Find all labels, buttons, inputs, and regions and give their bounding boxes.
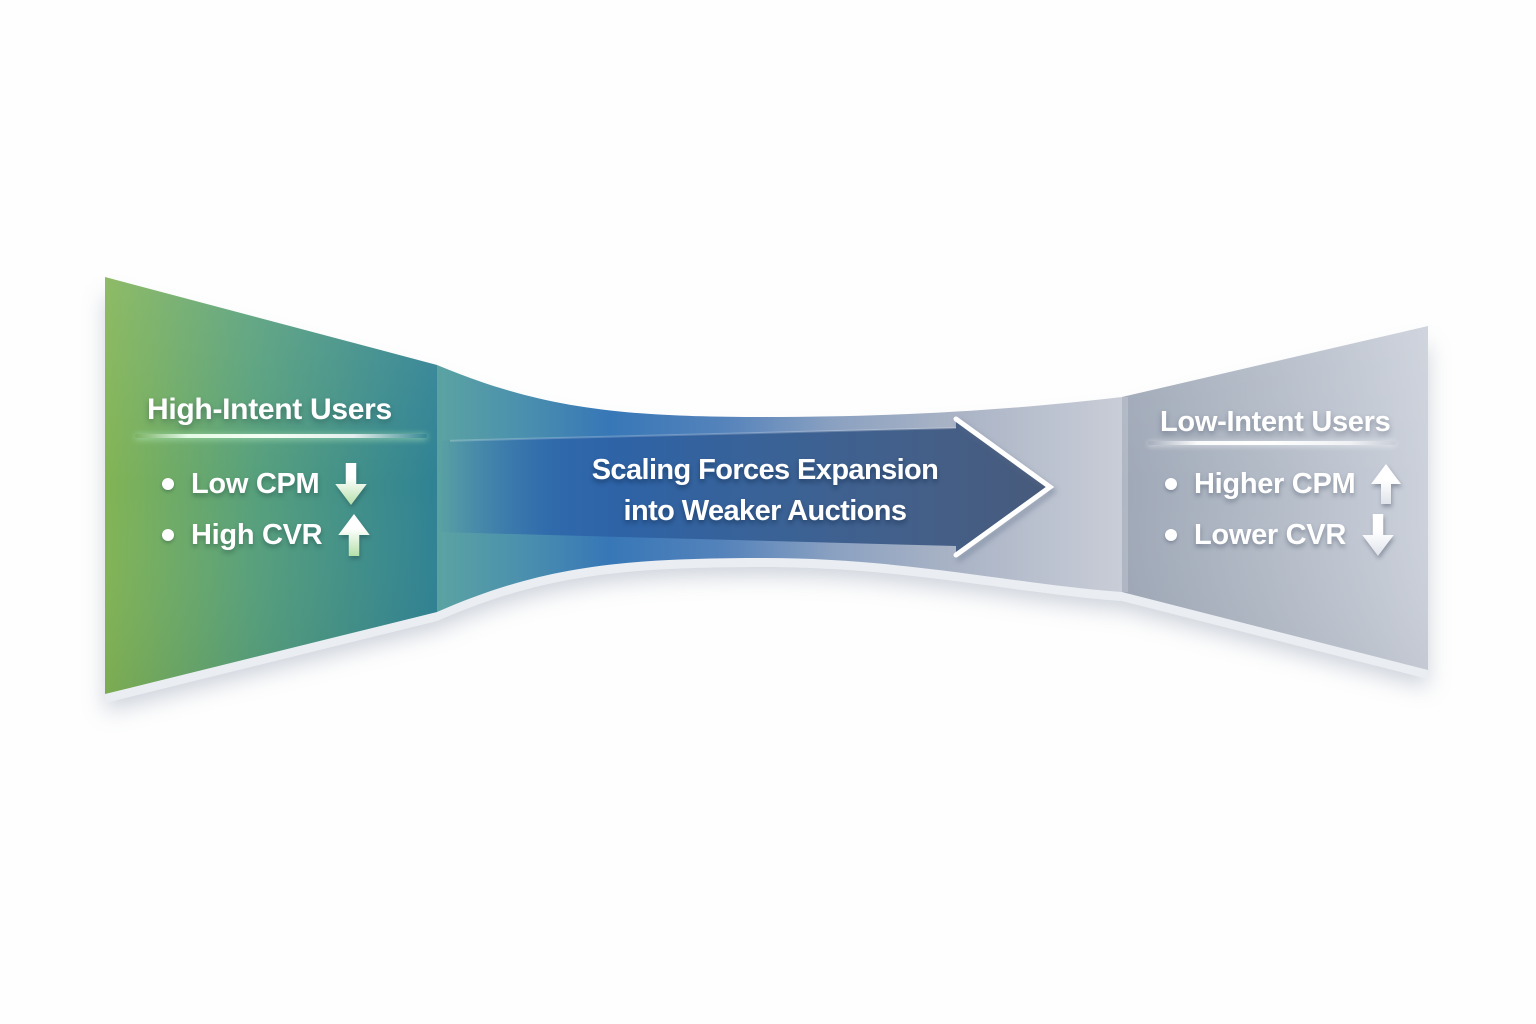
right-bullet-row-2: Lower CVR — [1165, 514, 1394, 556]
right-title-underline — [1148, 441, 1396, 445]
bullet-dot — [1165, 529, 1177, 541]
bullet-label: Low CPM — [191, 467, 320, 500]
left-panel-title: High-Intent Users — [147, 393, 392, 426]
bullet-dot — [162, 529, 174, 541]
right-panel-title: Low-Intent Users — [1160, 406, 1391, 438]
bullet-dot — [1165, 478, 1177, 490]
flow-arrow — [437, 419, 1050, 555]
left-bullet-row-1: Low CPM — [162, 463, 368, 505]
right-trapezoid-sheen — [1122, 326, 1428, 670]
flow-arrow-label-line1: Scaling Forces Expansion — [591, 454, 939, 486]
flow-arrow-label: Scaling Forces Expansion into Weaker Auc… — [535, 450, 995, 532]
bullet-label: High CVR — [191, 518, 323, 551]
bullet-label: Higher CPM — [1194, 467, 1356, 500]
arrow-up-icon — [338, 514, 371, 556]
arrow-down-icon — [335, 463, 368, 505]
flow-arrow-label-line2: into Weaker Auctions — [623, 495, 907, 527]
left-bullet-row-2: High CVR — [162, 514, 371, 556]
arrow-up-icon — [1371, 464, 1402, 504]
left-title-underline — [135, 434, 427, 438]
bullet-label: Lower CVR — [1194, 518, 1346, 551]
right-bullet-row-1: Higher CPM — [1165, 463, 1402, 505]
left-trapezoid-sheen — [105, 277, 437, 694]
right-panel-seam-highlight — [1122, 397, 1128, 592]
flow-arrow-top-highlight — [449, 427, 957, 442]
flow-arrowhead-edge — [953, 416, 1055, 558]
arrow-down-icon — [1362, 514, 1394, 556]
bullet-dot — [162, 478, 174, 490]
